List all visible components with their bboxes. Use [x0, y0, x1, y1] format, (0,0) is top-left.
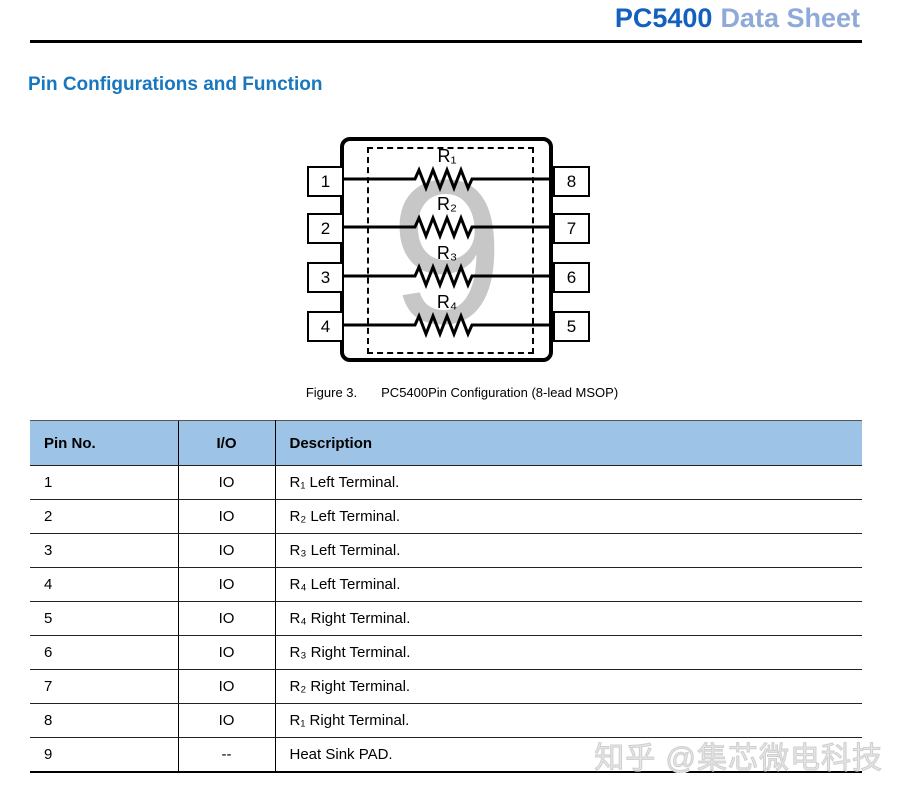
- resistor-symbol-r1: [344, 165, 549, 193]
- description-cell: R₂ Left Terminal.: [275, 499, 862, 534]
- table-row-pin-5: 5 IO R₄ Right Terminal.: [30, 601, 862, 636]
- column-header-io: I/O: [177, 420, 276, 466]
- column-header-description: Description: [275, 420, 862, 466]
- pin-no-cell: 2: [30, 499, 178, 534]
- io-cell: IO: [177, 669, 276, 704]
- io-cell: IO: [177, 567, 276, 602]
- header-divider: [30, 40, 862, 43]
- table-row-pin-1: 1 IO R₁ Left Terminal.: [30, 465, 862, 500]
- figure-caption: Figure 3. PC5400Pin Configuration (8-lead…: [0, 385, 899, 400]
- table-row-pin-9: 9 -- Heat Sink PAD.: [30, 737, 862, 773]
- pin-box-4: 4: [307, 311, 344, 342]
- resistor-symbol-r3: [344, 262, 549, 290]
- pin-box-1: 1: [307, 166, 344, 197]
- doc-type-label: Data Sheet: [720, 3, 860, 33]
- pin-box-2: 2: [307, 213, 344, 244]
- table-row-pin-2: 2 IO R₂ Left Terminal.: [30, 499, 862, 534]
- pin-no-cell: 4: [30, 567, 178, 602]
- pin-no-cell: 5: [30, 601, 178, 636]
- io-cell: IO: [177, 703, 276, 738]
- resistor-symbol-r4: [344, 311, 549, 339]
- description-cell: R₄ Right Terminal.: [275, 601, 862, 636]
- heat-sink-pad-number: 9: [389, 137, 505, 367]
- description-cell: R₃ Right Terminal.: [275, 635, 862, 670]
- resistor-label-r2: R₂: [437, 194, 457, 214]
- resistor-label-r3: R₃: [436, 243, 458, 263]
- description-cell: R₂ Right Terminal.: [275, 669, 862, 704]
- table-row-pin-6: 6 IO R₃ Right Terminal.: [30, 635, 862, 670]
- pin-box-3: 3: [307, 262, 344, 293]
- pin-no-cell: 6: [30, 635, 178, 670]
- table-header-row: Pin No. I/O Description: [30, 420, 862, 466]
- figure-caption-text: PC5400Pin Configuration (8-lead MSOP): [381, 385, 619, 400]
- description-cell: Heat Sink PAD.: [275, 737, 862, 773]
- figure-label: Figure 3.: [305, 385, 358, 400]
- pin-box-6: 6: [553, 262, 590, 293]
- section-title: Pin Configurations and Function: [28, 74, 323, 95]
- pin-box-5: 5: [553, 311, 590, 342]
- io-cell: IO: [177, 601, 276, 636]
- resistor-label-r1: R₁: [437, 146, 457, 166]
- pin-function-table: Pin No. I/O Description 1 IO R₁ Left Ter…: [30, 420, 862, 773]
- description-cell: R₁ Right Terminal.: [275, 703, 862, 738]
- io-cell: IO: [177, 499, 276, 534]
- pin-no-cell: 1: [30, 465, 178, 500]
- io-cell: IO: [177, 533, 276, 568]
- table-row-pin-7: 7 IO R₂ Right Terminal.: [30, 669, 862, 704]
- io-cell: IO: [177, 635, 276, 670]
- pin-no-cell: 9: [30, 737, 178, 773]
- pin-box-7: 7: [553, 213, 590, 244]
- table-row-pin-8: 8 IO R₁ Right Terminal.: [30, 703, 862, 738]
- pin-no-cell: 8: [30, 703, 178, 738]
- table-row-pin-3: 3 IO R₃ Left Terminal.: [30, 533, 862, 568]
- pin-no-cell: 3: [30, 533, 178, 568]
- io-cell: --: [177, 737, 276, 773]
- heat-sink-pad-outline: [367, 147, 534, 354]
- description-cell: R₁ Left Terminal.: [275, 465, 862, 500]
- description-cell: R₃ Left Terminal.: [275, 533, 862, 568]
- description-cell: R₄ Left Terminal.: [275, 567, 862, 602]
- pin-box-8: 8: [553, 166, 590, 197]
- pin-no-cell: 7: [30, 669, 178, 704]
- io-cell: IO: [177, 465, 276, 500]
- part-number: PC5400: [614, 3, 713, 33]
- table-row-pin-4: 4 IO R₄ Left Terminal.: [30, 567, 862, 602]
- resistor-label-r4: R₄: [436, 292, 458, 312]
- zhihu-watermark: 知乎 @集芯微电科技: [594, 742, 883, 776]
- resistor-symbol-r2: [344, 213, 549, 241]
- column-header-pin-no: Pin No.: [30, 420, 178, 466]
